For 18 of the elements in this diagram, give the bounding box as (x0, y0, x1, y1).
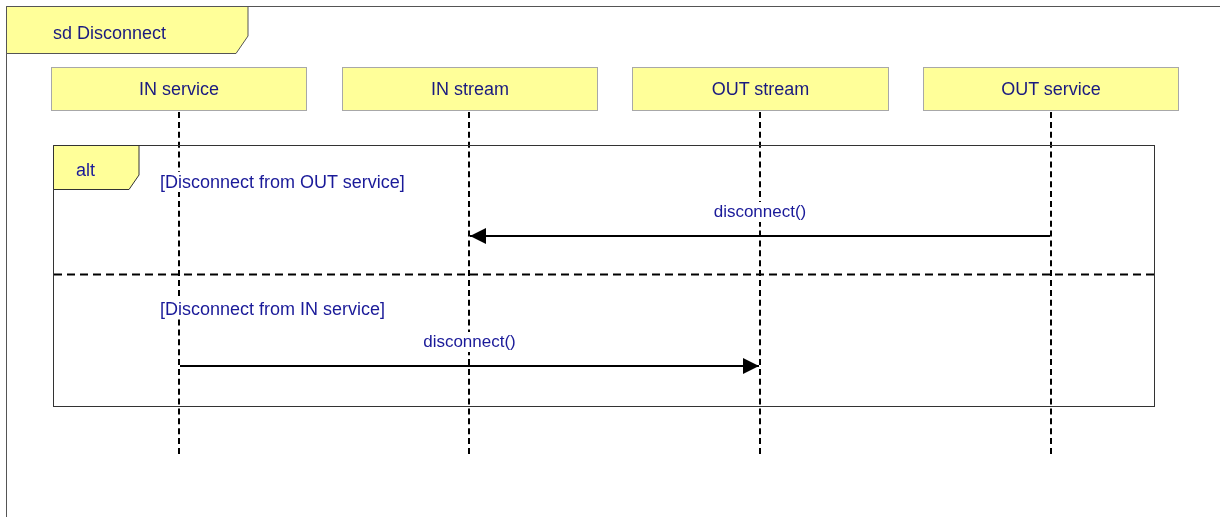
frame-title: sd Disconnect (53, 23, 167, 44)
message-arrow (179, 358, 760, 374)
message-label: disconnect() (711, 202, 809, 222)
lifeline-name: OUT service (1001, 78, 1101, 100)
lifeline-head (632, 67, 889, 111)
message-arrow (469, 228, 1051, 244)
lifeline-head (923, 67, 1179, 111)
message-label: disconnect() (421, 332, 518, 352)
lifeline-name: IN service (139, 78, 219, 100)
lifeline-name: IN stream (431, 78, 509, 100)
lifeline (1050, 112, 1052, 454)
fragment-operator: alt (76, 160, 95, 180)
lifeline-name: OUT stream (711, 78, 810, 100)
lifeline-head (51, 67, 307, 111)
diagram-frame (6, 6, 1220, 517)
guard-condition: [Disconnect from OUT service] (160, 172, 405, 192)
lifeline-head (342, 67, 598, 111)
guard-condition: [Disconnect from IN service] (160, 299, 386, 319)
